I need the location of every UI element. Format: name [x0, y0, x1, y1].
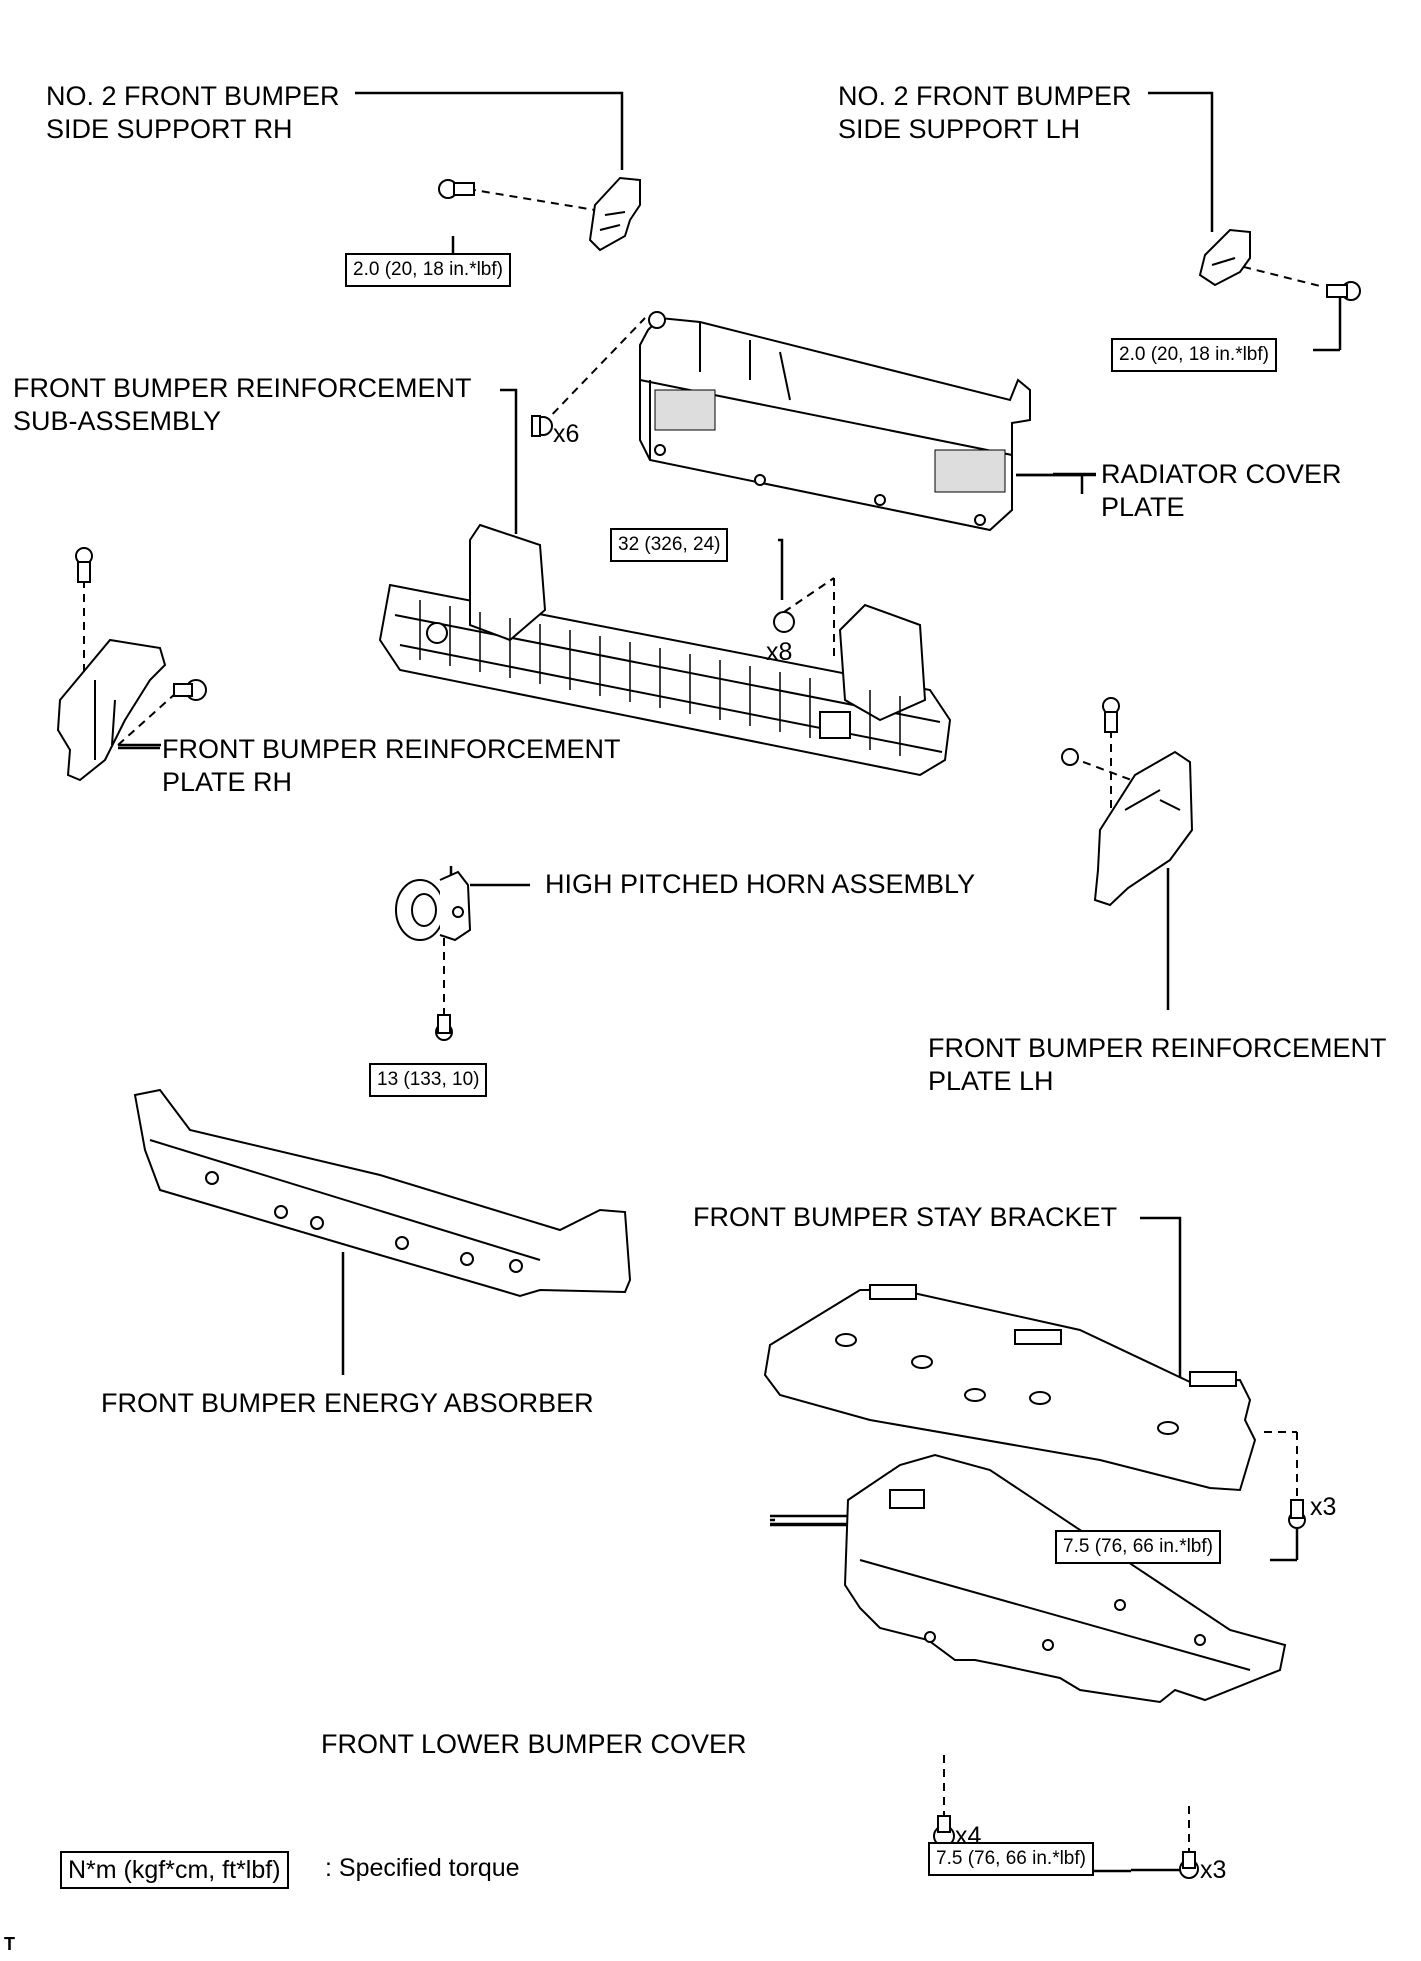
qty-stay-bracket-bolts: x3	[1310, 1493, 1337, 1521]
bolt-icons	[75, 179, 1361, 1879]
energy-absorber-drawing	[133, 1088, 632, 1298]
reinforcement-plate-rh-drawing	[56, 638, 167, 782]
label-reinforcement-sub: FRONT BUMPER REINFORCEMENT SUB-ASSEMBLY	[13, 372, 472, 438]
label-stay-bracket: FRONT BUMPER STAY BRACKET	[693, 1202, 1118, 1232]
label-lower-cover: FRONT LOWER BUMPER COVER	[321, 1729, 747, 1759]
radiator-cover-plate-drawing	[639, 311, 1031, 532]
qty-reinforcement-nuts: x8	[766, 638, 793, 666]
legend-torque-text: : Specified torque	[325, 1854, 520, 1882]
label-reinf-plate-lh-line2: PLATE LH	[928, 1066, 1054, 1096]
leader-lines-extra	[118, 236, 1342, 1872]
label-reinf-plate-lh: FRONT BUMPER REINFORCEMENT PLATE LH	[928, 1032, 1387, 1098]
qty-lower-cover-clips: x4	[955, 1822, 982, 1850]
horn-drawing	[395, 870, 472, 942]
label-radiator-cover-line1: RADIATOR COVER	[1101, 459, 1342, 489]
reinforcement-plate-lh-drawing	[1093, 750, 1194, 907]
torque-lower-cover: 7.5 (76, 66 in.*lbf)	[928, 1842, 1094, 1876]
label-side-support-rh: NO. 2 FRONT BUMPER SIDE SUPPORT RH	[46, 80, 340, 146]
label-reinf-plate-rh: FRONT BUMPER REINFORCEMENT PLATE RH	[162, 733, 621, 799]
label-reinf-plate-rh-line2: PLATE RH	[162, 767, 293, 797]
qty-radiator-clips: x6	[553, 420, 580, 448]
label-side-support-rh-line2: SIDE SUPPORT RH	[46, 114, 293, 144]
qty-lower-cover-bolts: x3	[1200, 1856, 1227, 1884]
torque-side-support-rh: 2.0 (20, 18 in.*lbf)	[345, 253, 511, 287]
torque-stay-bracket: 7.5 (76, 66 in.*lbf)	[1055, 1530, 1221, 1564]
label-reinforcement-sub-line2: SUB-ASSEMBLY	[13, 406, 222, 436]
stay-bracket-drawing	[763, 1284, 1257, 1492]
label-reinf-plate-lh-line1: FRONT BUMPER REINFORCEMENT	[928, 1033, 1387, 1063]
label-side-support-rh-line1: NO. 2 FRONT BUMPER	[46, 81, 340, 111]
label-side-support-lh-line2: SIDE SUPPORT LH	[838, 114, 1081, 144]
torque-reinforcement: 32 (326, 24)	[610, 528, 729, 562]
reinforcement-drawing	[378, 523, 952, 777]
torque-horn: 13 (133, 10)	[369, 1063, 488, 1097]
lower-cover-drawing	[843, 1453, 1287, 1704]
reference-mark: T	[4, 1934, 15, 1954]
label-reinf-plate-rh-line1: FRONT BUMPER REINFORCEMENT	[162, 734, 621, 764]
torque-side-support-lh: 2.0 (20, 18 in.*lbf)	[1111, 338, 1277, 372]
side-support-lh-drawing	[1198, 228, 1251, 287]
label-radiator-cover: RADIATOR COVER PLATE	[1101, 458, 1342, 524]
label-side-support-lh-line1: NO. 2 FRONT BUMPER	[838, 81, 1132, 111]
leader-lines-real	[770, 1522, 856, 1526]
label-reinforcement-sub-line1: FRONT BUMPER REINFORCEMENT	[13, 373, 472, 403]
label-horn: HIGH PITCHED HORN ASSEMBLY	[545, 869, 976, 899]
side-support-rh-drawing	[588, 176, 641, 252]
label-energy-absorber: FRONT BUMPER ENERGY ABSORBER	[101, 1388, 594, 1418]
legend-torque-unit: N*m (kgf*cm, ft*lbf)	[60, 1851, 289, 1889]
label-side-support-lh: NO. 2 FRONT BUMPER SIDE SUPPORT LH	[838, 80, 1132, 146]
label-radiator-cover-line2: PLATE	[1101, 492, 1185, 522]
